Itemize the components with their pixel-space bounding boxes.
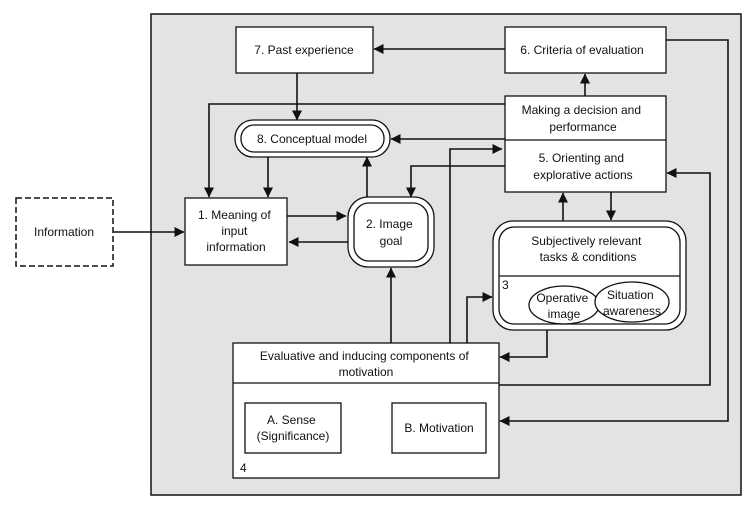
arrow-criteria-to-motivation — [499, 39, 729, 426]
orienting-label-line1: 5. Orienting and — [539, 151, 624, 165]
decision-label-line1: Making a decision and — [522, 103, 641, 117]
operative-image-label-line2: image — [548, 307, 581, 321]
svg-text:Subjectively relevant ta: Subjectively relevant tasks & conditions — [531, 234, 644, 264]
svg-text:2. Image goal: 2. Image goal — [366, 217, 416, 248]
meaning-box — [184, 197, 288, 266]
motivation-block-label-line2: motivation — [339, 365, 394, 379]
arrow-operative-image-to-motivation — [499, 325, 548, 362]
arrow-decision-to-meaning — [204, 103, 505, 198]
svg-text:7. Past experience: 7. Past experience — [254, 43, 354, 57]
tasks-label-line2: tasks & conditions — [540, 250, 637, 264]
motivation-label: B. Motivation — [404, 421, 473, 435]
svg-text:Making a decision and pe: Making a decision and performance — [522, 103, 645, 134]
node-meaning-of-input: 1. Meaning of input information — [184, 197, 288, 266]
orienting-label-line2: explorative actions — [533, 168, 632, 182]
node-decision-and-orienting: Making a decision and performance 5. Ori… — [504, 95, 667, 193]
decision-label-line2: performance — [549, 120, 617, 134]
node-criteria-of-evaluation: 6. Criteria of evaluation — [504, 26, 667, 74]
image-goal-label-line2: goal — [380, 234, 403, 248]
situation-awareness-label-line2: awareness — [603, 304, 661, 318]
tasks-label-line1: Subjectively relevant — [531, 234, 642, 248]
conceptual-model-inner — [240, 124, 385, 153]
meaning-label-line3: information — [206, 240, 265, 254]
svg-text:4: 4 — [240, 461, 247, 475]
node-conceptual-model: 8. Conceptual model — [234, 119, 391, 158]
criteria-box — [504, 26, 667, 74]
sense-label-line1: A. Sense — [267, 413, 316, 427]
svg-text:6. Criteria of evaluation: 6. Criteria of evaluation — [520, 43, 643, 57]
operative-image-label-line1: Operative — [536, 291, 588, 305]
tasks-number: 3 — [502, 278, 509, 292]
svg-text:3: 3 — [502, 278, 509, 292]
arrow-motivation-to-orienting — [449, 144, 503, 343]
arrow-motivation-to-orienting-right — [499, 168, 711, 386]
node-relevant-tasks: Subjectively relevant tasks & conditions… — [492, 220, 687, 331]
connectors — [113, 39, 729, 447]
image-goal-inner — [353, 202, 429, 262]
past-experience-box — [235, 26, 374, 74]
svg-text:Information: Information — [34, 225, 94, 239]
decision-orienting-box — [504, 95, 667, 193]
motivation-number: 4 — [240, 461, 247, 475]
svg-text:B. Motivation: B. Motivation — [404, 421, 473, 435]
situation-awareness-label-line1: Situation — [607, 288, 654, 302]
sense-box — [244, 402, 342, 454]
node-past-experience: 7. Past experience — [235, 26, 374, 74]
svg-text:8. Conceptual model: 8. Conceptual model — [257, 132, 367, 146]
arrow-motivation-to-tasks — [466, 292, 493, 343]
motivation-box — [391, 402, 487, 454]
node-motivation-components: Evaluative and inducing components of mo… — [232, 342, 500, 479]
svg-text:A. Sense (Significance): A. Sense (Significance) — [257, 413, 330, 443]
image-goal-label-line1: 2. Image — [366, 217, 413, 231]
past-experience-label: 7. Past experience — [254, 43, 354, 57]
svg-text:Situation awareness: Situation awareness — [603, 288, 661, 318]
information-label: Information — [34, 225, 94, 239]
situation-awareness-ellipse — [594, 281, 670, 323]
criteria-label: 6. Criteria of evaluation — [520, 43, 643, 57]
meaning-label-line1: 1. Meaning of — [198, 208, 271, 222]
motivation-block-label-line1: Evaluative and inducing components of — [260, 349, 469, 363]
arrow-orienting-to-image-goal — [406, 165, 505, 198]
information-box — [15, 197, 114, 267]
node-image-goal: 2. Image goal — [347, 196, 435, 268]
meaning-label-line2: input — [221, 224, 248, 238]
node-information: Information — [15, 197, 114, 267]
svg-text:1. Meaning of input: 1. Meaning of input information — [198, 208, 274, 254]
svg-text:5. Orienting and explora: 5. Orienting and explorative actions — [533, 151, 632, 182]
conceptual-model-label: 8. Conceptual model — [257, 132, 367, 146]
sense-label-line2: (Significance) — [257, 429, 330, 443]
svg-text:Evaluative and inducing compon: Evaluative and inducing components of mo… — [260, 349, 472, 379]
svg-text:Operative image: Operative image — [536, 291, 591, 321]
